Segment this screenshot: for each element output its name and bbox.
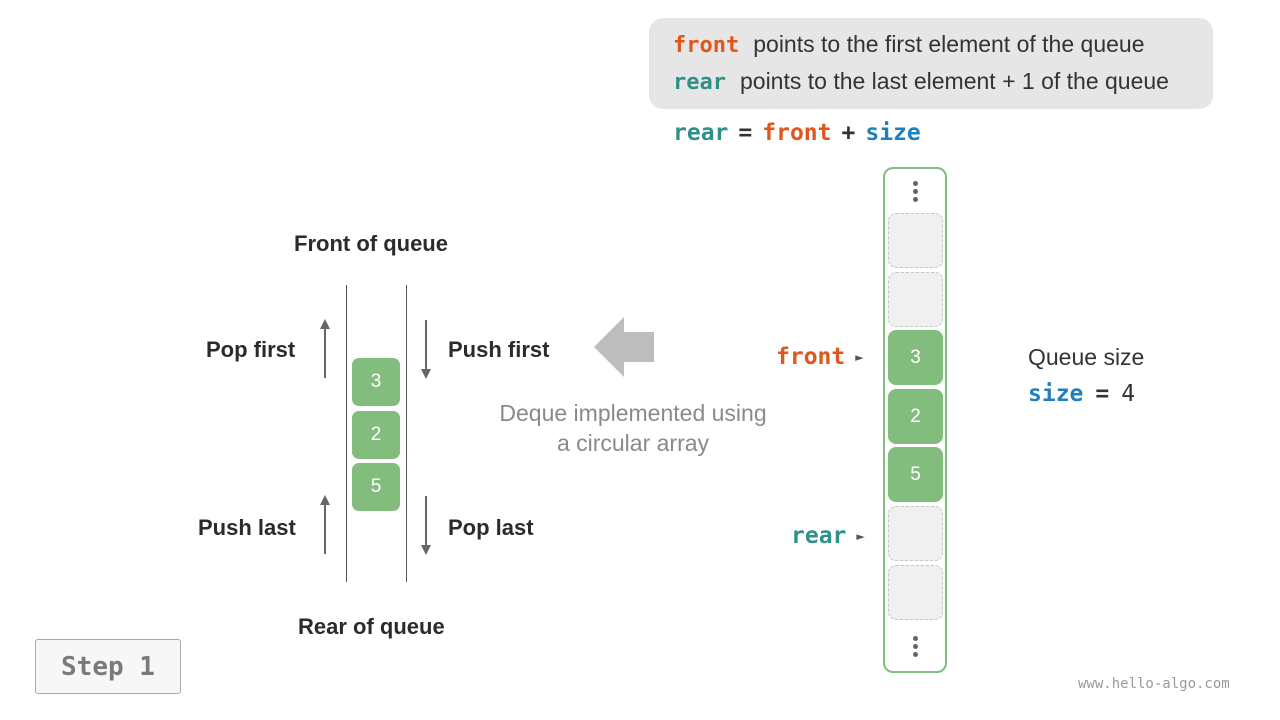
array-cell [888, 565, 943, 620]
size-equals: = [1095, 381, 1110, 407]
pop-last-down-arrow-icon [421, 496, 431, 555]
rear-pointer-label: rear [791, 523, 847, 549]
formula-plus: + [841, 120, 856, 146]
front-description: front points to the first element of the … [673, 31, 1144, 58]
front-pointer-label: front [776, 344, 846, 370]
queue-size-equation: size = 4 [1028, 380, 1135, 407]
formula-size: size [865, 120, 921, 146]
queue-left-wall [346, 285, 347, 582]
push-first-down-arrow-icon [421, 320, 431, 379]
array-cell [888, 213, 943, 268]
queue-cell: 3 [352, 358, 400, 406]
push-last-label: Push last [198, 515, 296, 540]
watermark: www.hello-algo.com [1078, 676, 1230, 692]
queue-cell: 5 [352, 463, 400, 511]
size-variable: size [1028, 381, 1084, 407]
pointer-arrow-icon: ► [856, 530, 865, 544]
pop-last-label: Pop last [448, 515, 534, 540]
array-cell: 2 [888, 389, 943, 444]
step-indicator: Step 1 [35, 639, 181, 694]
front-keyword: front [673, 33, 740, 58]
rear-description-text: points to the last element + 1 of the qu… [739, 68, 1169, 94]
array-cell: 5 [888, 447, 943, 502]
ellipsis-bottom-icon [909, 636, 921, 657]
front-pointer: front ► [776, 343, 864, 370]
rear-pointer: rear ► [791, 522, 865, 549]
front-of-queue-label: Front of queue [294, 231, 448, 256]
formula-rear: rear [673, 120, 729, 146]
array-cell: 3 [888, 330, 943, 385]
formula: rear = front + size [673, 120, 921, 146]
push-last-up-arrow-icon [320, 495, 330, 554]
pop-first-label: Pop first [206, 337, 296, 362]
array-frame [883, 167, 947, 673]
formula-front: front [762, 120, 832, 146]
formula-equals: = [738, 120, 753, 146]
rear-of-queue-label: Rear of queue [298, 614, 445, 639]
array-cell [888, 506, 943, 561]
caption: Deque implemented using a circular array [470, 398, 796, 458]
pointer-arrow-icon: ► [855, 351, 864, 365]
push-first-label: Push first [448, 337, 550, 362]
queue-right-wall [406, 285, 407, 582]
left-arrow-icon [594, 317, 654, 377]
array-cell [888, 272, 943, 327]
info-box: front points to the first element of the … [649, 18, 1213, 109]
caption-line-2: a circular array [556, 430, 710, 456]
queue-size-label: Queue size [1028, 344, 1145, 370]
caption-line-1: Deque implemented using [499, 400, 767, 426]
queue-cell: 2 [352, 411, 400, 459]
rear-description: rear points to the last element + 1 of th… [673, 68, 1169, 95]
front-description-text: points to the first element of the queue [753, 31, 1145, 57]
size-value: 4 [1121, 381, 1136, 407]
pop-first-up-arrow-icon [320, 319, 330, 378]
ellipsis-top-icon [909, 181, 921, 202]
rear-keyword: rear [673, 70, 726, 95]
